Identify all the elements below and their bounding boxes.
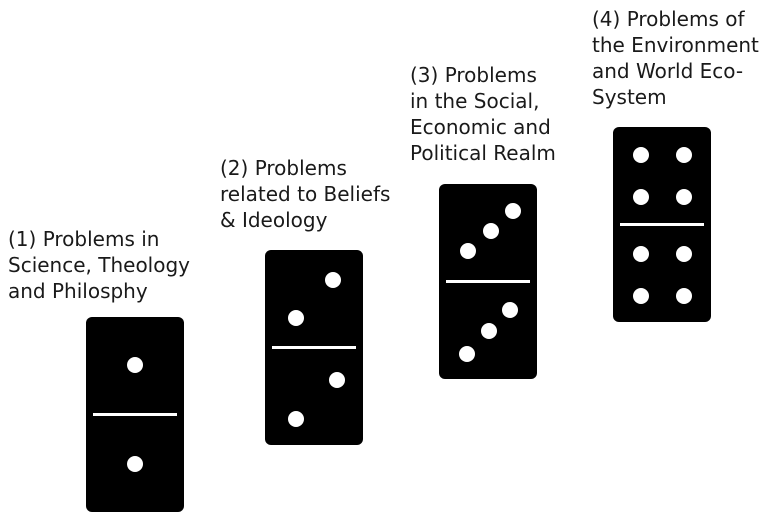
domino-4 [613,127,711,322]
pip [633,288,649,304]
pip [633,246,649,262]
pip [633,189,649,205]
caption-1: (1) Problems in Science, Theology and Ph… [8,227,191,303]
pip [676,147,692,163]
domino-1 [86,317,184,512]
domino-divider [93,413,177,416]
pip [127,357,143,373]
domino-2 [265,250,363,445]
domino-3 [439,184,537,379]
pip [481,323,497,339]
pip [288,310,304,326]
pip [288,411,304,427]
pip [505,203,521,219]
pip [676,246,692,262]
domino-divider [620,223,704,226]
caption-3: (3) Problems in the Social, Economic and… [410,63,556,165]
pip [502,302,518,318]
pip [459,346,475,362]
domino-divider [272,346,356,349]
domino-divider [446,280,530,283]
pip [329,372,345,388]
pip [676,189,692,205]
pip [483,223,499,239]
pip [325,272,341,288]
pip [127,456,143,472]
pip [633,147,649,163]
caption-2: (2) Problems related to Beliefs & Ideolo… [220,156,391,232]
pip [460,243,476,259]
pip [676,288,692,304]
caption-4: (4) Problems of the Environment and Worl… [592,7,759,109]
